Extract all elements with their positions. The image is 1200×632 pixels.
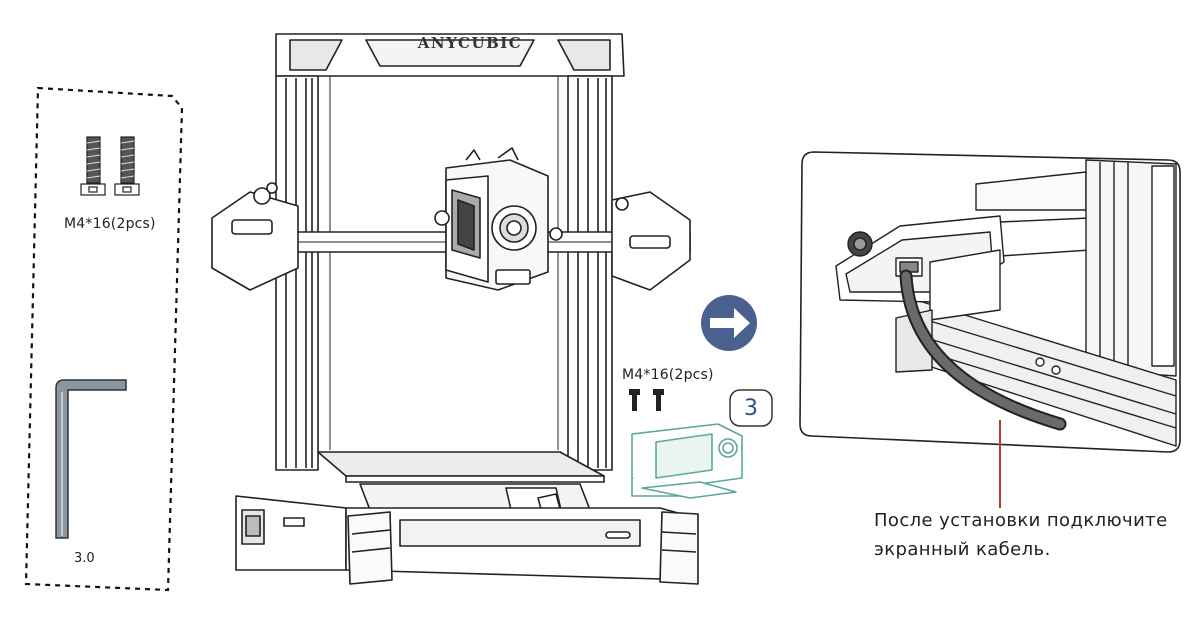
step-number: 3 (744, 395, 758, 421)
instruction-note-line2: экранный кабель. (874, 539, 1051, 560)
printer-drawing (211, 33, 699, 585)
screen-module-highlight (631, 423, 743, 499)
install-screw-label: M4*16(2pcs) (622, 367, 714, 383)
instruction-note-line1: После установки подключите (874, 510, 1168, 531)
detail-inset (799, 151, 1181, 453)
hex-wrench-icon (55, 379, 127, 539)
next-arrow-icon (701, 295, 757, 351)
parts-screw-label: M4*16(2pcs) (64, 216, 156, 232)
wrench-size-label: 3.0 (74, 551, 95, 566)
step-badge (729, 389, 773, 427)
printer-brand-label: ANYCUBIC (417, 34, 523, 52)
screw-pair-icon (80, 136, 140, 196)
install-screws-icon (629, 389, 664, 411)
parts-box (24, 86, 184, 592)
